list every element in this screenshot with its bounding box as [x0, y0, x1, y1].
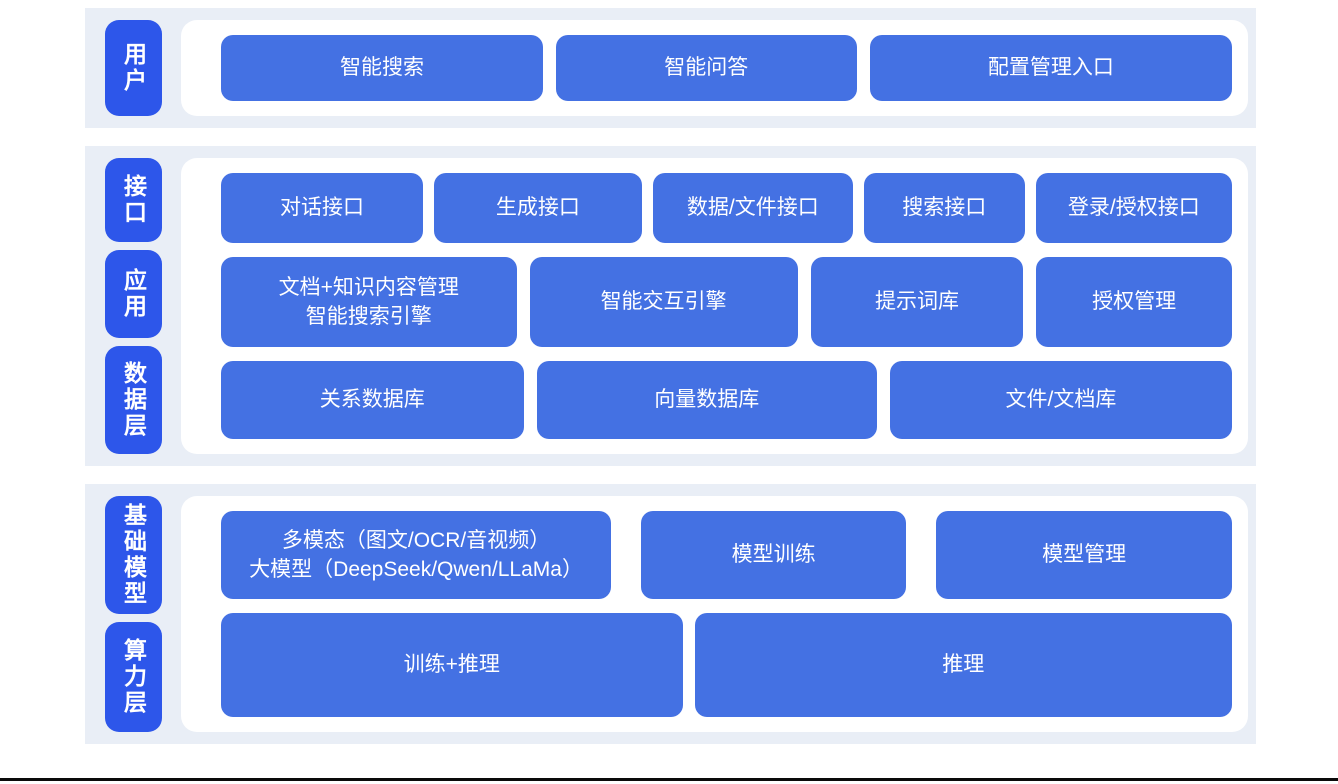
section-foundation-layers: 基础模型 算力层 多模态（图文/OCR/音视频） 大模型（DeepSeek/Qw…: [85, 484, 1256, 744]
user-layer-pill-column: 用户: [105, 20, 162, 116]
middle-layers-pill-column: 接口 应用 数据层: [105, 158, 162, 454]
row-models: 多模态（图文/OCR/音视频） 大模型（DeepSeek/Qwen/LLaMa）…: [221, 511, 1232, 599]
pill-foundation-model-layer: 基础模型: [105, 496, 162, 615]
box-line-2: 大模型（DeepSeek/Qwen/LLaMa）: [249, 558, 583, 581]
box-login-auth-api: 登录/授权接口: [1035, 173, 1232, 243]
box-vector-database: 向量数据库: [536, 361, 877, 439]
box-intelligent-qa: 智能问答: [555, 35, 857, 101]
box-inference: 推理: [694, 613, 1232, 717]
box-generation-api: 生成接口: [434, 173, 642, 243]
row-interfaces: 对话接口 生成接口 数据/文件接口 搜索接口 登录/授权接口: [221, 173, 1232, 243]
box-model-management: 模型管理: [936, 511, 1232, 599]
section-middle-layers: 接口 应用 数据层 对话接口 生成接口 数据/文件接口 搜索接口 登录/授权接口…: [85, 146, 1256, 466]
pill-compute-layer: 算力层: [105, 622, 162, 732]
pill-user-layer: 用户: [105, 20, 162, 116]
row-compute: 训练+推理 推理: [221, 613, 1232, 717]
bottom-border-line: [0, 778, 1338, 781]
box-line-1: 文档+知识内容管理: [278, 275, 459, 299]
box-line-1: 多模态（图文/OCR/音视频）: [281, 528, 551, 552]
box-training-inference: 训练+推理: [221, 613, 683, 717]
panel-middle-layers: 对话接口 生成接口 数据/文件接口 搜索接口 登录/授权接口 文档+知识内容管理…: [181, 158, 1248, 454]
box-prompt-library: 提示词库: [810, 257, 1024, 347]
box-data-file-api: 数据/文件接口: [652, 173, 853, 243]
box-line-2: 智能搜索引擎: [305, 305, 432, 328]
box-relational-database: 关系数据库: [221, 361, 524, 439]
box-search-api: 搜索接口: [863, 173, 1025, 243]
box-authorization-management: 授权管理: [1036, 257, 1232, 347]
foundation-layers-pill-column: 基础模型 算力层: [105, 496, 162, 732]
diagram-body: 用户 智能搜索 智能问答 配置管理入口 接口 应用 数据层 对话接口 生成接口: [85, 8, 1256, 744]
box-config-management-entry: 配置管理入口: [869, 35, 1233, 101]
pill-application-layer: 应用: [105, 250, 162, 338]
row-applications: 文档+知识内容管理 智能搜索引擎 智能交互引擎 提示词库 授权管理: [221, 257, 1232, 347]
box-multimodal-llm: 多模态（图文/OCR/音视频） 大模型（DeepSeek/Qwen/LLaMa）: [221, 511, 612, 599]
box-model-training: 模型训练: [641, 511, 907, 599]
row-user-apps: 智能搜索 智能问答 配置管理入口: [221, 35, 1233, 101]
box-intelligent-interaction-engine: 智能交互引擎: [529, 257, 798, 347]
row-data-stores: 关系数据库 向量数据库 文件/文档库: [221, 361, 1232, 439]
section-user-layer: 用户 智能搜索 智能问答 配置管理入口: [85, 8, 1256, 128]
panel-foundation-layers: 多模态（图文/OCR/音视频） 大模型（DeepSeek/Qwen/LLaMa）…: [181, 496, 1248, 732]
box-intelligent-search: 智能搜索: [221, 35, 543, 101]
box-doc-knowledge-management-search-engine: 文档+知识内容管理 智能搜索引擎: [221, 257, 517, 347]
pill-interface-layer: 接口: [105, 158, 162, 243]
box-file-document-store: 文件/文档库: [889, 361, 1232, 439]
box-dialog-api: 对话接口: [221, 173, 424, 243]
panel-user-layer: 智能搜索 智能问答 配置管理入口: [181, 20, 1248, 116]
pill-data-layer: 数据层: [105, 345, 162, 454]
